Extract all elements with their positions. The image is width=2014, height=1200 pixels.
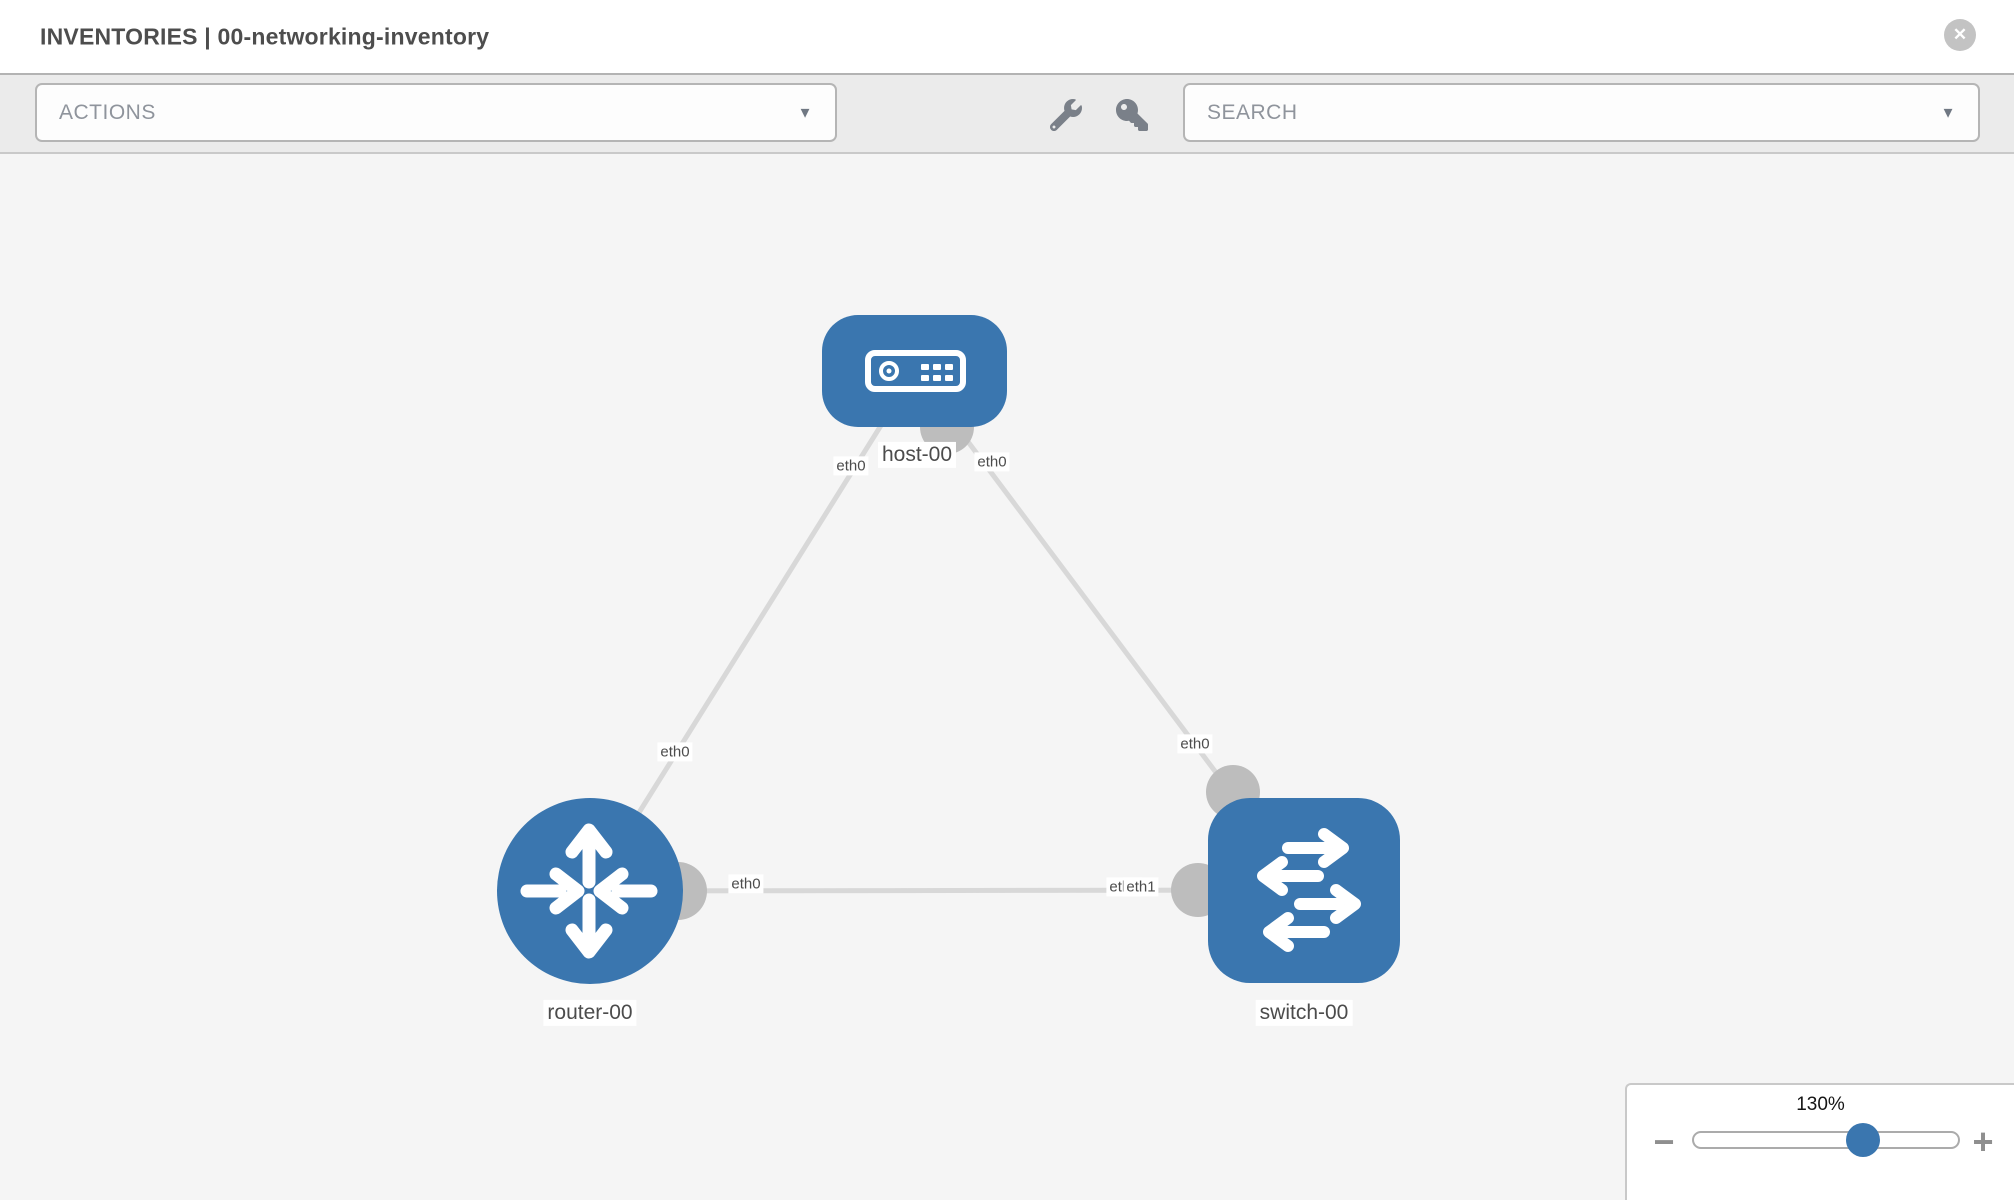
wrench-icon[interactable] (1050, 99, 1082, 131)
chevron-down-icon: ▼ (1940, 104, 1956, 121)
node-label-router: router-00 (543, 999, 637, 1027)
host-icon (865, 350, 966, 392)
plus-icon: + (1972, 1121, 1994, 1162)
zoom-out-button[interactable]: − (1653, 1124, 1674, 1160)
topology-canvas[interactable]: eth0 eth0 eth0 eth0 eth0 eth0 eth1 host-… (0, 154, 2014, 1200)
node-host-00[interactable] (822, 315, 1007, 427)
page-title: INVENTORIES | 00-networking-inventory (40, 23, 490, 49)
zoom-slider[interactable] (1692, 1123, 1960, 1157)
close-button[interactable]: ✕ (1944, 19, 1976, 51)
minus-icon: − (1653, 1121, 1675, 1162)
iface-label: eth0 (657, 742, 693, 762)
iface-label: eth0 (1177, 734, 1213, 754)
actions-dropdown-label: ACTIONS (59, 100, 156, 124)
chevron-down-icon: ▼ (797, 104, 813, 121)
toolbar: ACTIONS ▼ SEARCH ▼ (0, 73, 2014, 154)
iface-label: eth0 (974, 452, 1010, 472)
iface-label: eth1 (1123, 877, 1159, 897)
key-icon[interactable] (1116, 99, 1148, 131)
actions-dropdown[interactable]: ACTIONS ▼ (35, 83, 837, 142)
node-switch-00[interactable] (1208, 798, 1400, 983)
node-label-switch: switch-00 (1255, 999, 1353, 1027)
search-placeholder: SEARCH (1207, 100, 1298, 124)
node-label-host: host-00 (877, 441, 957, 469)
zoom-level-value: 130% (1796, 1094, 1845, 1115)
interface-stubs (649, 400, 1260, 920)
zoom-in-button[interactable]: + (1972, 1124, 1993, 1160)
router-icon (520, 823, 658, 959)
search-dropdown[interactable]: SEARCH ▼ (1183, 83, 1980, 142)
node-router-00[interactable] (497, 798, 683, 984)
iface-label: eth0 (833, 456, 869, 476)
header: INVENTORIES | 00-networking-inventory ✕ (0, 0, 2014, 73)
switch-icon (1257, 828, 1361, 952)
iface-label: eth0 (728, 874, 764, 894)
zoom-panel: 130% − + (1625, 1083, 2014, 1200)
close-icon: ✕ (1952, 25, 1968, 44)
topology-graph (497, 315, 1400, 984)
zoom-slider-thumb[interactable] (1845, 1123, 1880, 1157)
